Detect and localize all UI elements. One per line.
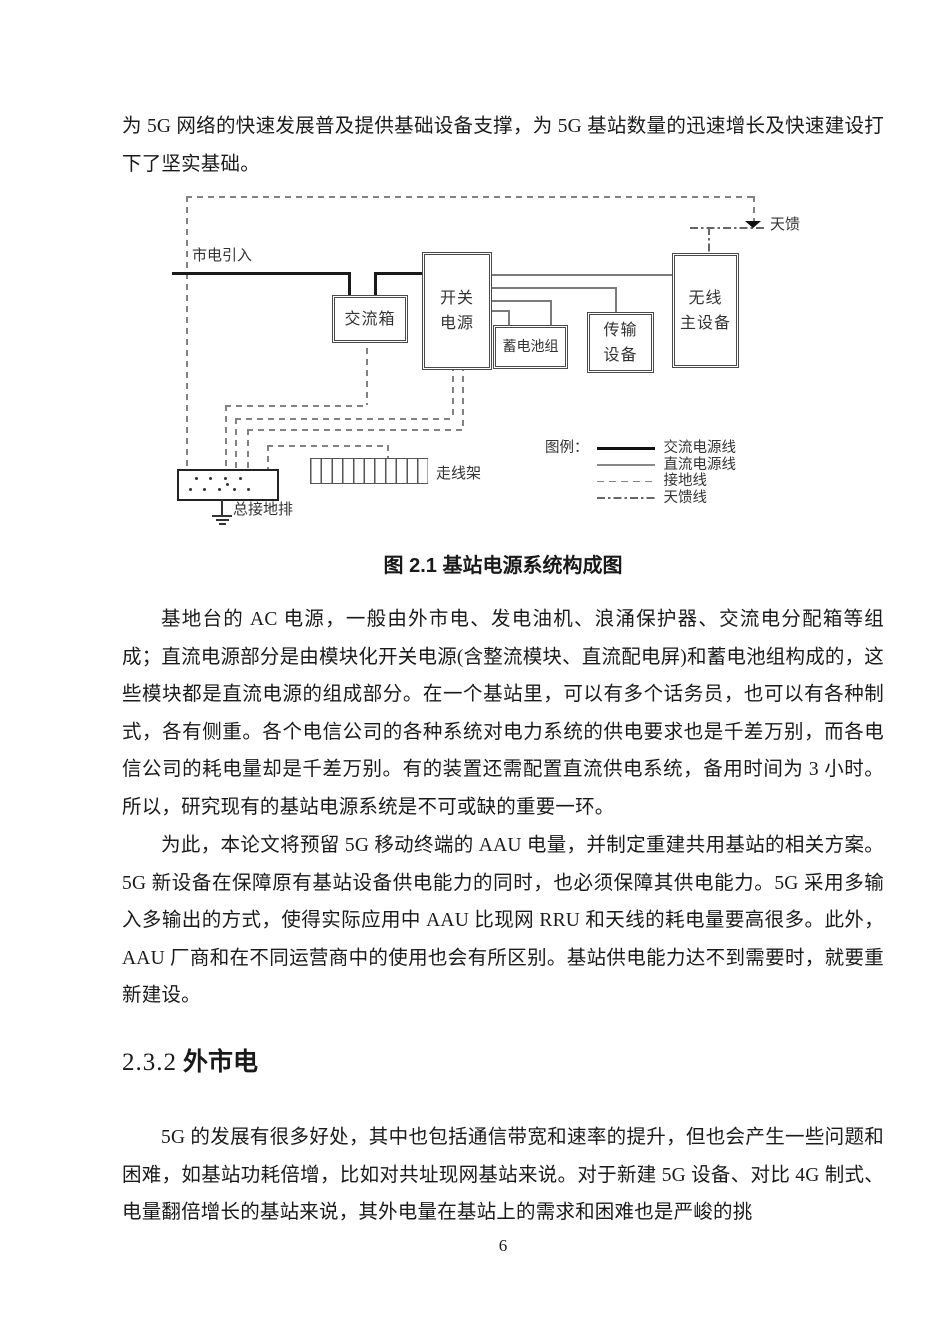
switch-power-box: 开关 电源 <box>422 252 492 370</box>
intro-paragraph: 为 5G 网络的快速发展普及提供基础设备支撑，为 5G 基站数量的迅速增长及快速… <box>122 116 884 175</box>
earth-symbol-stem <box>221 499 223 515</box>
ground-line-right-drop <box>753 196 755 228</box>
earth-symbol-bar3 <box>218 523 226 525</box>
legend-ground-label: 接地线 <box>663 473 708 489</box>
switch-power-label-line1: 开关 <box>439 290 474 307</box>
feeder-line-v <box>708 227 710 254</box>
body-paragraph-3: 5G 的发展有很多好处，其中也包括通信带宽和速率的提升，但也会产生一些问题和困难… <box>122 1127 884 1223</box>
ac-box-label: 交流箱 <box>344 310 396 328</box>
legend-item-ac: 交流电源线 <box>596 440 737 457</box>
dc-line-to-battery1-h <box>486 300 551 302</box>
mains-in-label: 市电引入 <box>192 248 253 264</box>
dc-line-to-transmission-v <box>615 287 617 313</box>
legend-ground-line-sample <box>596 480 655 482</box>
wireless-main-label-line2: 主设备 <box>679 314 731 332</box>
ground-line-acbox-h <box>225 405 367 407</box>
legend-feeder-line-sample <box>596 497 655 499</box>
legend: 图例： 交流电源线 直流电源线 接地线 天馈线 <box>545 440 736 506</box>
section-heading-number: 2.3.2 <box>122 1049 177 1076</box>
legend-dc-line-sample <box>596 464 655 466</box>
ac-box: 交流箱 <box>332 295 408 343</box>
body-paragraph-2: 为此，本论文将预留 5G 移动终端的 AAU 电量，并制定重建共用基站的相关方案… <box>122 835 884 1006</box>
ground-line-left <box>186 196 188 469</box>
cable-rack-label: 走线架 <box>436 466 482 482</box>
wireless-main-label-line1: 无线 <box>688 289 723 307</box>
page-number: 6 <box>498 1236 508 1255</box>
earth-symbol-bar1 <box>212 515 232 517</box>
battery-label: 蓄电池组 <box>502 339 559 355</box>
legend-ac-line-sample <box>596 446 655 450</box>
section-heading-title: 外市电 <box>183 1048 259 1076</box>
legend-item-ground: 接地线 <box>596 473 737 490</box>
dc-line-to-transmission-h <box>486 287 616 289</box>
ground-line-psu2-down <box>247 429 249 469</box>
ac-line-into-acbox <box>348 272 351 296</box>
legend-title: 图例： <box>545 440 589 456</box>
ground-line-psu2-h <box>247 429 463 431</box>
ground-line-psu2-v <box>462 365 464 429</box>
ac-line-mains <box>172 272 350 275</box>
ground-bar-label: 总接地排 <box>233 502 294 518</box>
ground-line-acbox-v <box>366 337 368 405</box>
transmission-label-line1: 传输 <box>603 321 638 339</box>
ground-bar-dots <box>195 477 198 480</box>
switch-power-label-line2: 电源 <box>439 315 474 332</box>
ground-line-psu1-v <box>452 365 454 418</box>
ground-line-rack-h <box>267 445 388 447</box>
figure-caption: 图 2.1 基站电源系统构成图 <box>383 555 623 577</box>
ground-line-psu1-down <box>235 418 237 469</box>
dc-line-to-battery1-v <box>550 300 552 326</box>
feeder-line-h <box>690 227 767 229</box>
legend-item-dc: 直流电源线 <box>596 456 737 474</box>
dc-line-to-wireless <box>486 274 673 276</box>
ground-line-top <box>186 196 754 198</box>
transmission-label-line2: 设备 <box>603 346 638 364</box>
ground-line-acbox-down <box>225 405 227 469</box>
dc-line-to-battery2-h <box>486 310 509 312</box>
antenna-feed-label: 天馈 <box>770 217 801 233</box>
wireless-main-box: 无线 主设备 <box>672 253 739 368</box>
ground-line-rack-v <box>387 445 389 458</box>
legend-feeder-label: 天馈线 <box>663 489 708 506</box>
cable-rack <box>310 458 428 484</box>
legend-ac-label: 交流电源线 <box>663 440 737 456</box>
transmission-box: 传输 设备 <box>587 312 654 373</box>
body-paragraph-1: 基地台的 AC 电源，一般由外市电、发电油机、浪涌保护器、交流电分配箱等组成；直… <box>122 609 884 818</box>
legend-dc-label: 直流电源线 <box>663 456 737 473</box>
ac-line-to-psu <box>374 272 424 275</box>
ground-line-psu1-h <box>235 418 453 420</box>
battery-box: 蓄电池组 <box>493 325 568 369</box>
ground-bar <box>177 469 279 501</box>
earth-symbol-bar2 <box>215 519 229 521</box>
dc-line-to-battery2-v <box>508 310 510 326</box>
figure-2-1-diagram: 天馈 市电引入 交流箱 开关 电源 蓄电池组 传输 设备 无线 主设备 总接地排… <box>0 180 950 545</box>
antenna-symbol <box>745 221 761 228</box>
ac-line-out-acbox <box>374 272 377 296</box>
legend-item-feeder: 天馈线 <box>596 489 737 507</box>
ground-line-rack-down <box>267 445 269 469</box>
legend-rows: 交流电源线 直流电源线 接地线 天馈线 <box>596 440 737 507</box>
